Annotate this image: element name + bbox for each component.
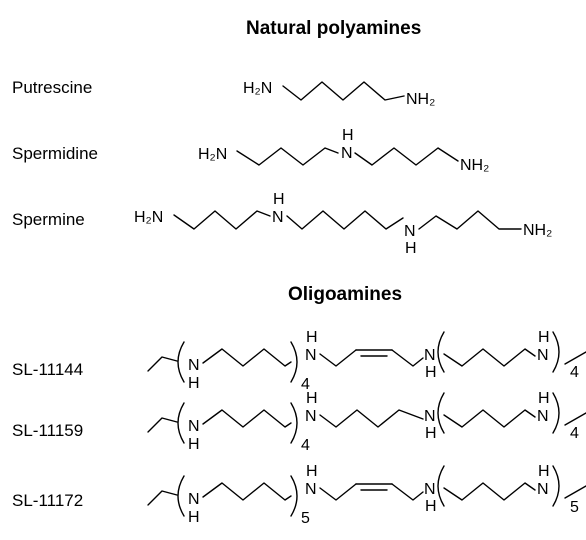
hydrogen-label: H xyxy=(425,425,437,442)
compound-name-putrescine: Putrescine xyxy=(12,78,93,97)
hydrogen-label: H xyxy=(188,375,200,392)
repeat-bracket-open xyxy=(437,392,445,434)
amine-label: H₂N xyxy=(243,80,272,97)
repeat-bracket-close xyxy=(290,475,298,517)
compound-name-spermine: Spermine xyxy=(12,210,85,229)
repeat-bracket-close xyxy=(290,341,298,383)
hydrogen-label: H xyxy=(538,463,550,480)
ethyl-group xyxy=(147,417,178,433)
nitrogen-label: N xyxy=(272,209,284,226)
carbon-chain xyxy=(391,349,424,367)
repeat-bracket-open xyxy=(177,341,185,383)
compound-name-sl-11159: SL-11159 xyxy=(12,421,84,440)
repeat-count: 4 xyxy=(301,437,310,454)
amine-label: NH₂ xyxy=(406,91,435,108)
carbon-chain xyxy=(319,409,424,428)
nitrogen-label: N xyxy=(305,347,317,364)
hydrogen-label: H xyxy=(273,191,285,208)
repeat-bracket-open xyxy=(177,475,185,517)
nitrogen-label: N xyxy=(404,223,416,240)
repeat-count: 5 xyxy=(570,499,579,516)
nitrogen-label: N xyxy=(305,408,317,425)
ethyl-group xyxy=(564,351,586,365)
hydrogen-label: H xyxy=(306,390,318,407)
carbon-chain xyxy=(391,483,424,501)
nitrogen-label: N xyxy=(188,418,200,435)
ethyl-group xyxy=(564,412,586,426)
hydrogen-label: H xyxy=(188,509,200,526)
nitrogen-label: N xyxy=(537,347,549,364)
carbon-chain xyxy=(282,81,405,101)
nitrogen-label: N xyxy=(424,347,436,364)
compound-name-sl-11172: SL-11172 xyxy=(12,491,84,510)
hydrogen-label: H xyxy=(425,498,437,515)
carbon-chain xyxy=(202,348,292,367)
carbon-chain xyxy=(443,409,536,428)
repeat-bracket-close xyxy=(552,331,560,373)
repeat-bracket-close xyxy=(552,465,560,507)
carbon-chain xyxy=(173,210,271,230)
carbon-chain xyxy=(319,483,357,501)
compound-name-sl-11144: SL-11144 xyxy=(12,360,84,379)
carbon-chain xyxy=(443,348,536,367)
repeat-bracket-open xyxy=(177,402,185,444)
hydrogen-label: H xyxy=(405,240,417,257)
ethyl-group xyxy=(147,490,178,506)
hydrogen-label: H xyxy=(538,390,550,407)
hydrogen-label: H xyxy=(425,364,437,381)
hydrogen-label: H xyxy=(188,436,200,453)
hydrogen-label: H xyxy=(306,329,318,346)
repeat-bracket-open xyxy=(437,465,445,507)
carbon-chain xyxy=(418,210,522,230)
nitrogen-label: N xyxy=(341,145,353,162)
ethyl-group xyxy=(564,485,586,499)
nitrogen-label: N xyxy=(305,481,317,498)
amine-label: NH₂ xyxy=(460,157,489,174)
ethyl-group xyxy=(147,356,178,372)
amine-label: H₂N xyxy=(134,209,163,226)
carbon-chain xyxy=(286,210,404,230)
repeat-count: 4 xyxy=(570,364,579,381)
amine-label: H₂N xyxy=(198,146,227,163)
carbon-chain xyxy=(354,147,459,166)
carbon-chain xyxy=(202,409,292,428)
nitrogen-label: N xyxy=(188,491,200,508)
compound-name-spermidine: Spermidine xyxy=(12,144,98,163)
repeat-count: 4 xyxy=(301,376,310,393)
hydrogen-label: H xyxy=(342,127,354,144)
nitrogen-label: N xyxy=(424,408,436,425)
hydrogen-label: H xyxy=(306,463,318,480)
repeat-count: 5 xyxy=(301,510,310,527)
repeat-bracket-open xyxy=(437,331,445,373)
carbon-chain xyxy=(319,349,357,367)
repeat-bracket-close xyxy=(552,392,560,434)
natural-polyamines-title: Natural polyamines xyxy=(246,18,422,39)
oligoamines-title: Oligoamines xyxy=(288,284,403,305)
repeat-count: 4 xyxy=(570,425,579,442)
nitrogen-label: N xyxy=(188,357,200,374)
repeat-bracket-close xyxy=(290,402,298,444)
carbon-chain xyxy=(236,147,339,166)
carbon-chain xyxy=(443,482,536,501)
nitrogen-label: N xyxy=(424,481,436,498)
carbon-chain xyxy=(202,482,292,501)
nitrogen-label: N xyxy=(537,481,549,498)
nitrogen-label: N xyxy=(537,408,549,425)
amine-label: NH₂ xyxy=(523,222,552,239)
hydrogen-label: H xyxy=(538,329,550,346)
